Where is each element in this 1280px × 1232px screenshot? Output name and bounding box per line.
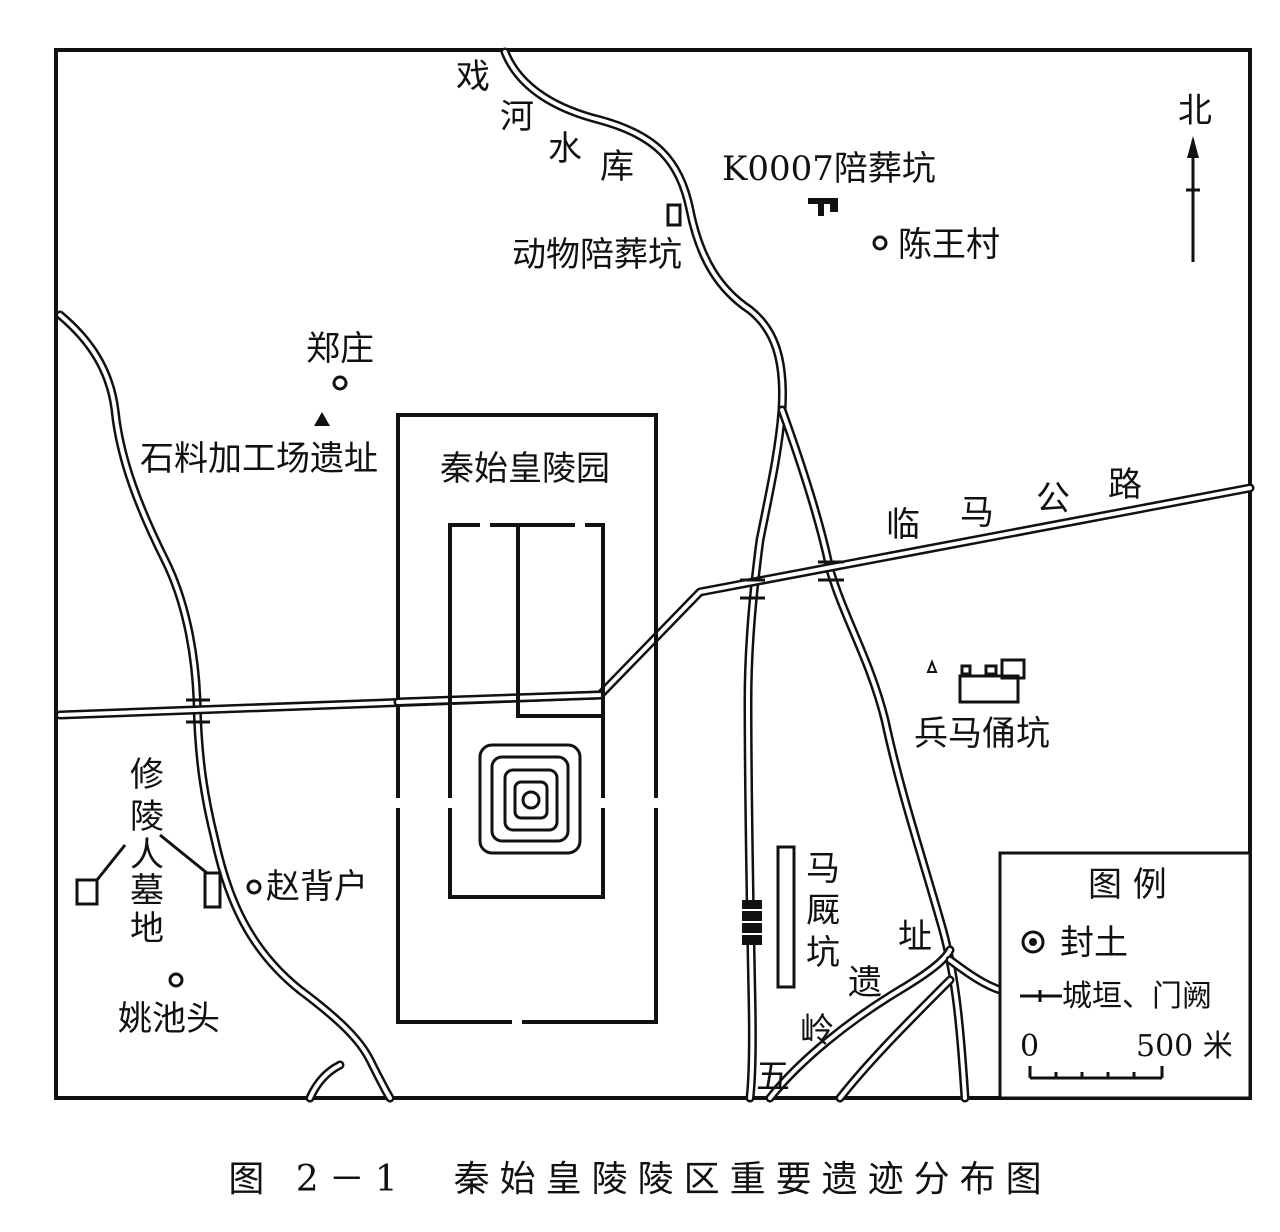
stone-workshop-icon (314, 412, 330, 426)
legend-wall-label: 城垣、门阙 (1062, 979, 1212, 1014)
chenwangcun-village-icon (872, 235, 888, 251)
linma-highway (55, 483, 1255, 720)
mound-icon (478, 743, 582, 855)
legend-mound-label: 封土 (1060, 923, 1128, 963)
k0007-label: K0007陪葬坑 (722, 149, 936, 189)
zhaobeihu-label: 赵背户 (266, 867, 368, 907)
scale-bar (1028, 1066, 1164, 1080)
road-char-4: 路 (1108, 465, 1142, 505)
road-crossings (186, 560, 844, 724)
stable-pits-char-1: 马 (806, 849, 840, 889)
scale-zero-label: 0 (1020, 1029, 1039, 1064)
chenwangcun-label: 陈王村 (898, 225, 1000, 265)
worker-cemetery-char-4: 墓 (130, 871, 164, 911)
mausoleum-inner-wall (448, 523, 605, 899)
worker-cemetery-char-5: 地 (130, 909, 164, 949)
scale-end-label: 500 米 (1136, 1029, 1233, 1064)
stable-pits-icon (742, 845, 796, 989)
legend-title: 图 例 (1088, 865, 1167, 905)
mausoleum-outer-wall (396, 413, 658, 1024)
yaochitou-village-icon (168, 972, 184, 988)
north-arrow (1186, 136, 1200, 262)
reservoir-char-3: 水 (548, 129, 582, 169)
stable-pits-char-3: 坑 (806, 933, 840, 973)
k0007-pit-icon (808, 198, 838, 216)
wuling-char-2: 岭 (800, 1011, 834, 1051)
worker-cemetery-char-1: 修 (130, 755, 164, 795)
animal-pit-icon (666, 203, 682, 227)
reservoir-char-2: 河 (500, 97, 534, 137)
river-west (55, 310, 395, 1103)
legend-wall-icon (1020, 990, 1062, 1002)
gate-gaps (393, 520, 661, 1027)
road-char-2: 马 (960, 493, 994, 533)
stone-workshop-label: 石料加工场遗址 (140, 439, 378, 479)
animal-pit-label: 动物陪葬坑 (512, 235, 682, 275)
road-char-1: 临 (886, 505, 920, 545)
terracotta-pits-icon (926, 658, 1026, 704)
figure-caption: 图 2－1 秦始皇陵陵区重要遗迹分布图 (228, 1159, 1052, 1200)
reservoir-char-1: 戏 (456, 57, 490, 97)
wuling-roads (765, 945, 1005, 1103)
worker-cemetery-char-2: 陵 (130, 797, 164, 837)
zhengzhuang-village-icon (332, 375, 348, 391)
yaochitou-label: 姚池头 (118, 999, 220, 1039)
wuling-char-4: 址 (898, 917, 932, 957)
terracotta-label: 兵马俑坑 (914, 714, 1050, 754)
reservoir-char-4: 库 (600, 147, 634, 187)
zhaobeihu-village-icon (246, 879, 262, 895)
river-north-east (500, 47, 970, 1103)
worker-cemetery-char-3: 人 (130, 835, 164, 875)
road-char-3: 公 (1036, 479, 1070, 519)
map-frame (54, 48, 1252, 1100)
wuling-char-1: 五 (756, 1057, 790, 1097)
legend-mound-icon (1021, 930, 1045, 954)
stable-pits-char-2: 厩 (806, 891, 840, 931)
zhengzhuang-label: 郑庄 (306, 329, 374, 369)
mausoleum-park-label: 秦始皇陵园 (440, 449, 610, 489)
north-label: 北 (1178, 91, 1212, 131)
legend: 图 例 封土 城垣、门阙 0 500 米 (998, 851, 1252, 1100)
wuling-char-3: 遗 (848, 963, 882, 1003)
worker-cemetery-icons (75, 833, 222, 909)
